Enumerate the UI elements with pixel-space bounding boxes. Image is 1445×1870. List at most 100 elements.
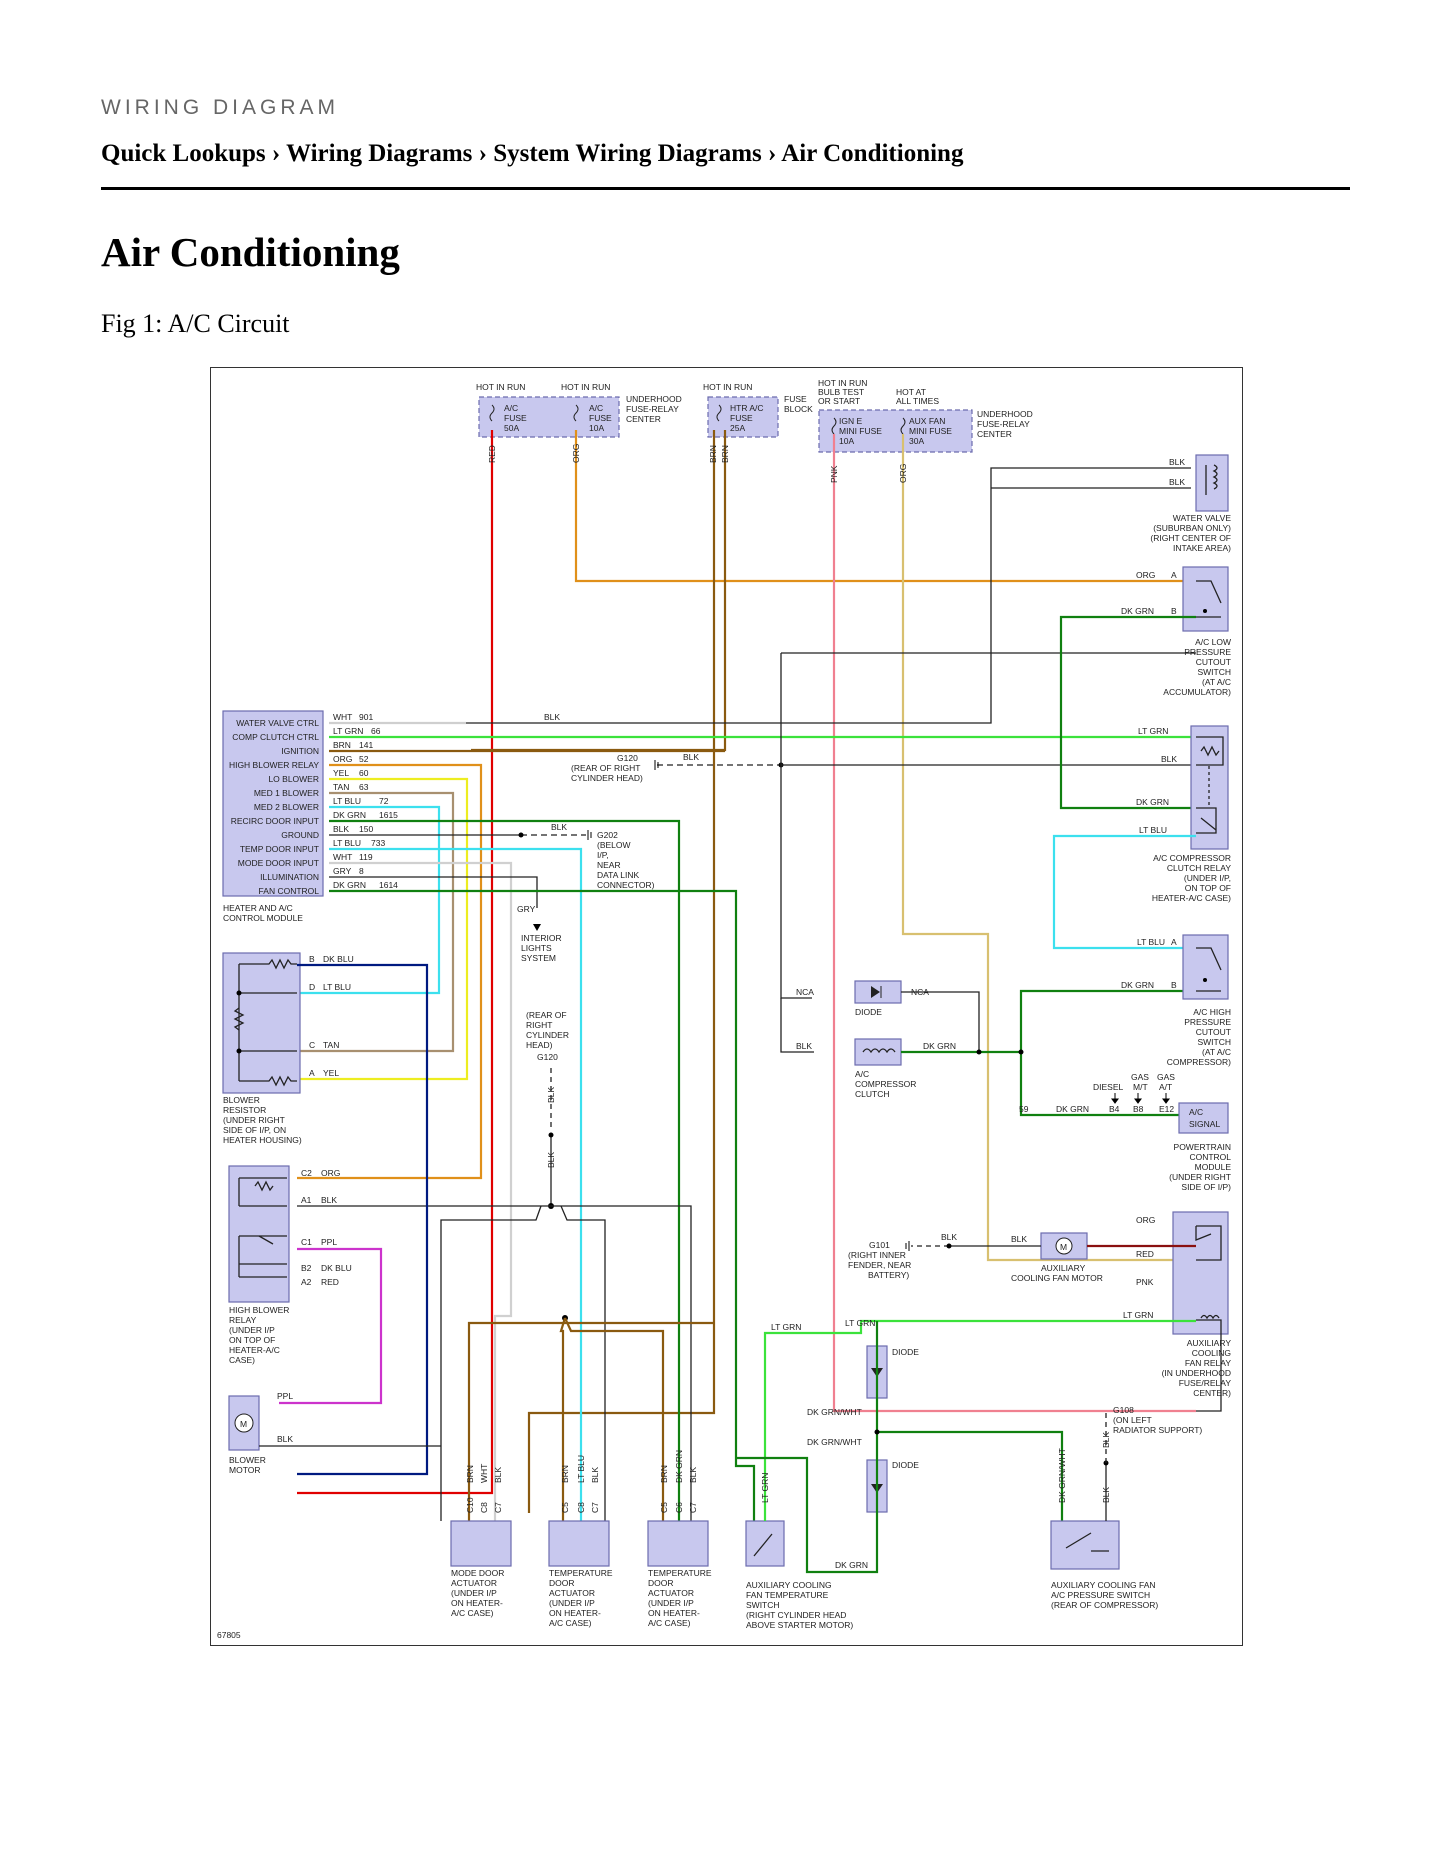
wire-blk-splice-right xyxy=(297,1205,692,1521)
svg-text:BLK: BLK xyxy=(333,824,349,834)
heater-ac-control-module xyxy=(222,710,324,897)
breadcrumb-system-wiring-diagrams[interactable]: System Wiring Diagrams xyxy=(493,140,762,167)
temperature-door-actuator-1 xyxy=(548,1520,610,1567)
component-label: (REAR OF COMPRESSOR) xyxy=(1051,1600,1158,1610)
fuse-center-label: UNDERHOOD xyxy=(977,409,1033,419)
wire-label: LT GRN xyxy=(771,1322,801,1332)
figure-caption: Fig 1: A/C Circuit xyxy=(101,309,290,338)
svg-text:DK GRN: DK GRN xyxy=(674,1450,684,1483)
fuse-block xyxy=(707,396,779,438)
breadcrumb-quick-lookups[interactable]: Quick Lookups xyxy=(101,140,266,167)
pin-label: DIESEL xyxy=(1093,1082,1124,1092)
fuse-label: IGN E xyxy=(839,416,862,426)
component-label: ON TOP OF xyxy=(229,1335,275,1345)
ground-label: I/P, xyxy=(597,850,609,860)
splice-point xyxy=(874,1429,880,1435)
svg-text:901: 901 xyxy=(359,712,373,722)
ground-label: BATTERY) xyxy=(868,1270,909,1280)
svg-text:C6: C6 xyxy=(674,1502,684,1513)
svg-text:FAN RELAY: FAN RELAY xyxy=(1185,1358,1231,1368)
wire-pnk xyxy=(832,434,1196,1413)
svg-text:MODULE: MODULE xyxy=(1195,1162,1232,1172)
svg-text:ON TOP OF: ON TOP OF xyxy=(1185,883,1231,893)
svg-text:BLK: BLK xyxy=(590,1467,600,1483)
svg-text:PRESSURE: PRESSURE xyxy=(1184,647,1231,657)
svg-text:FUSE/RELAY: FUSE/RELAY xyxy=(1179,1378,1232,1388)
svg-text:SIDE OF I/P): SIDE OF I/P) xyxy=(1181,1182,1231,1192)
svg-text:60: 60 xyxy=(359,768,369,778)
component-label: ACTUATOR xyxy=(451,1578,497,1588)
wire-label: LT GRN xyxy=(1138,726,1168,736)
ac-signal-label: A/C xyxy=(1189,1107,1203,1117)
wire-label: PNK xyxy=(829,465,839,483)
pin-label: A xyxy=(1171,937,1177,947)
fuse-block-label: FUSE xyxy=(784,394,807,404)
breadcrumb-wiring-diagrams[interactable]: Wiring Diagrams xyxy=(286,140,473,167)
svg-text:LT BLU: LT BLU xyxy=(333,838,361,848)
wire-label: DK GRN xyxy=(1056,1104,1089,1114)
fuse-label: 10A xyxy=(589,423,604,433)
wire-org-ac-low xyxy=(574,430,1196,583)
figure-id: 67805 xyxy=(217,1630,241,1640)
component-label: SIDE OF I/P, ON xyxy=(223,1125,286,1135)
switch-icon xyxy=(753,1533,773,1557)
fuse-label: FUSE xyxy=(589,413,612,423)
svg-text:BRN: BRN xyxy=(465,1465,475,1483)
wire-label: ORG xyxy=(1136,570,1155,580)
fuse-label: FUSE xyxy=(730,413,753,423)
ground-label: (REAR OF xyxy=(526,1010,567,1020)
pin-label: C xyxy=(309,1040,315,1050)
svg-text:(RIGHT CENTER OF: (RIGHT CENTER OF xyxy=(1150,533,1231,543)
wire-label: BLK xyxy=(551,822,567,832)
ground-label: DATA LINK xyxy=(597,870,640,880)
temperature-door-actuator-2 xyxy=(647,1520,709,1567)
splice-point xyxy=(976,1049,982,1055)
component-label: BLOWER xyxy=(229,1455,266,1465)
hot-bulb-label: BULB TEST xyxy=(818,387,864,397)
pin-label: GAS xyxy=(1157,1072,1175,1082)
module-inputs: WATER VALVE CTRL COMP CLUTCH CTRL IGNITI… xyxy=(229,718,319,896)
module-label: HEATER AND A/C xyxy=(223,903,293,913)
module-label: CONTROL MODULE xyxy=(223,913,303,923)
ground-label: G101 xyxy=(869,1240,890,1250)
wire-label: YEL xyxy=(323,1068,339,1078)
component-label: ACTUATOR xyxy=(648,1588,694,1598)
component-label: A/C xyxy=(855,1069,869,1079)
wire-label: DK BLU xyxy=(321,1263,352,1273)
switch-contact xyxy=(1203,978,1207,982)
svg-text:C7: C7 xyxy=(590,1502,600,1513)
pin-label: B2 xyxy=(301,1263,312,1273)
svg-text:COOLING: COOLING xyxy=(1192,1348,1231,1358)
component-label: TEMPERATURE xyxy=(549,1568,613,1578)
pin-label: B4 xyxy=(1109,1104,1120,1114)
component-label: MODE DOOR xyxy=(451,1568,504,1578)
svg-text:C8: C8 xyxy=(479,1502,489,1513)
wire-ppl xyxy=(279,1247,383,1405)
wire-label: BLK xyxy=(796,1041,812,1051)
wire-label: LT GRN xyxy=(845,1318,875,1328)
motor-icon-glyph: M xyxy=(1060,1242,1067,1252)
component-label: HEATER HOUSING) xyxy=(223,1135,302,1145)
component-label: AUXILIARY COOLING FAN xyxy=(1051,1580,1156,1590)
wire-brn-temp2 xyxy=(564,1317,665,1521)
breadcrumb: Quick Lookups › Wiring Diagrams › System… xyxy=(101,140,963,168)
svg-text:PRESSURE: PRESSURE xyxy=(1184,1017,1231,1027)
module-input-label: MODE DOOR INPUT xyxy=(238,858,319,868)
ac-compressor-clutch xyxy=(854,1038,902,1066)
component-label: SWITCH xyxy=(746,1600,780,1610)
switch-icon xyxy=(1196,580,1222,618)
component-label: ON HEATER- xyxy=(451,1598,503,1608)
svg-text:(UNDER RIGHT: (UNDER RIGHT xyxy=(1169,1172,1231,1182)
wire-label: BLK xyxy=(1011,1234,1027,1244)
ground-label: G108 xyxy=(1113,1405,1134,1415)
fuse-center-label: FUSE-RELAY xyxy=(626,404,679,414)
svg-text:C5: C5 xyxy=(560,1502,570,1513)
fuse-icon xyxy=(489,404,906,435)
wire-label: BRN xyxy=(708,445,718,463)
svg-text:CUTOUT: CUTOUT xyxy=(1196,657,1231,667)
fuse-label: AUX FAN xyxy=(909,416,945,426)
breadcrumb-air-conditioning[interactable]: Air Conditioning xyxy=(781,140,964,167)
svg-text:72: 72 xyxy=(379,796,389,806)
module-input-label: HIGH BLOWER RELAY xyxy=(229,760,319,770)
module-input-label: WATER VALVE CTRL xyxy=(236,718,319,728)
